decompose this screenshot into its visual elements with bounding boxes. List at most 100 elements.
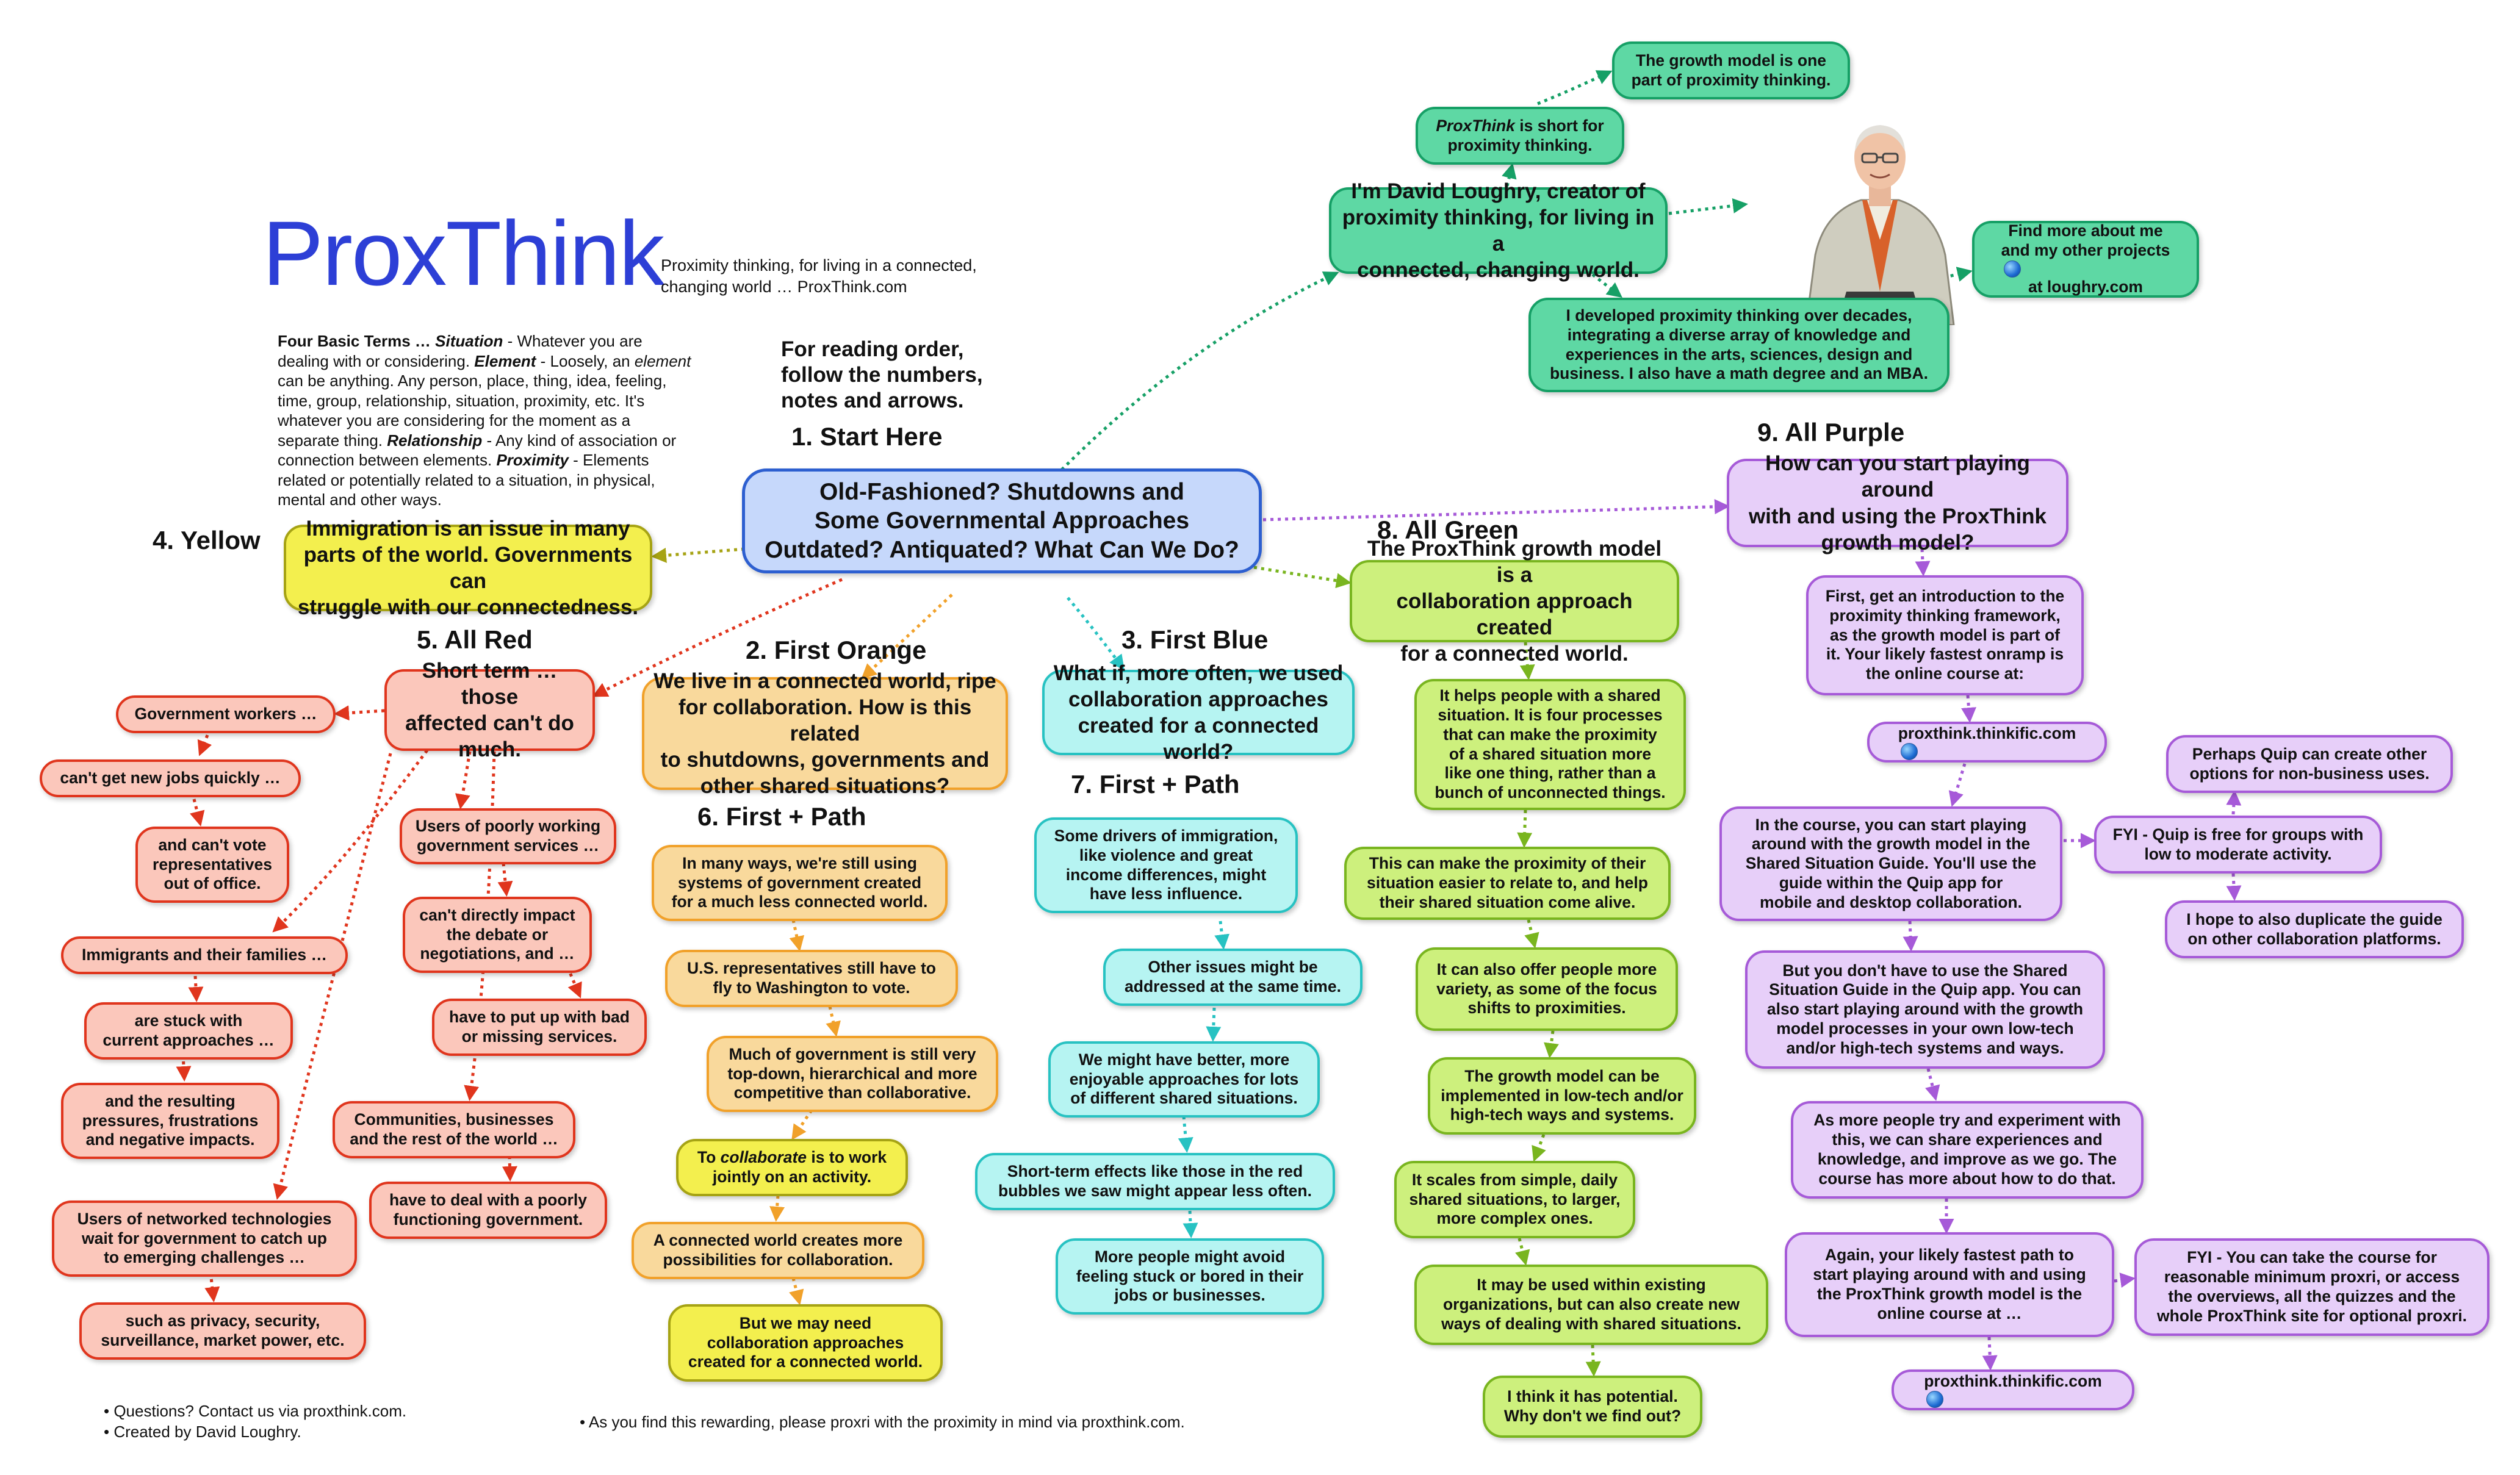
node-line: and the resulting: [105, 1091, 236, 1110]
link-c1-c2: [1214, 921, 1230, 950]
node-line: integrating a diverse array of knowledge…: [1567, 325, 1911, 344]
globe-icon[interactable]: [1900, 743, 1918, 761]
heading-yellow: 4. Yellow: [153, 526, 261, 554]
node-line: Government workers …: [134, 705, 317, 723]
node-line: shared situations, to larger,: [1409, 1190, 1621, 1208]
node-line: Users of poorly working: [415, 817, 601, 836]
node-line: for a much less connected world.: [671, 892, 928, 911]
node-line: options for non-business uses.: [2189, 764, 2430, 783]
node-line: As more people try and experiment with: [1813, 1111, 2121, 1130]
node-line: more complex ones.: [1436, 1209, 1593, 1228]
link-p3-p4: [1925, 1068, 1940, 1101]
node-line: course has more about how to do that.: [1818, 1169, 2116, 1188]
red-immigrants-node[interactable]: Immigrants and their families …: [61, 936, 348, 974]
author-background-node[interactable]: I developed proximity thinking over deca…: [1528, 298, 1949, 392]
node-line: have to put up with bad: [449, 1008, 630, 1027]
red-gov-workers-node[interactable]: Government workers …: [116, 695, 336, 733]
link-o2-o3: [826, 1006, 841, 1037]
link-text[interactable]: proxthink.thinkific.com: [1924, 1371, 2102, 1390]
node-text: ProxThink: [1436, 116, 1515, 135]
node-line: and negative impacts.: [85, 1130, 255, 1149]
node-line: on other collaboration platforms.: [2187, 929, 2441, 948]
red-privacy-node[interactable]: such as privacy, security,surveillance, …: [79, 1302, 366, 1360]
link-red-usersp: [455, 751, 472, 809]
term-text: element: [634, 351, 691, 370]
node-line: low to moderate activity.: [2144, 844, 2332, 863]
globe-icon[interactable]: [1926, 1391, 1944, 1409]
course-link-1[interactable]: proxthink.thinkific.com: [1867, 722, 2107, 763]
node-line: current approaches …: [103, 1031, 275, 1049]
terms-intro: Four Basic Terms …: [278, 332, 436, 350]
node-line: FYI - Quip is free for groups with: [2112, 825, 2364, 844]
node-line: of different shared situations.: [1070, 1089, 1298, 1108]
node-line: mobile and desktop collaboration.: [1760, 892, 2022, 911]
red-new-jobs-node[interactable]: can't get new jobs quickly …: [40, 759, 301, 797]
blue-short-term-effects-node[interactable]: Short-term effects like those in the red…: [975, 1153, 1335, 1210]
link-gov-jobs: [197, 734, 212, 756]
link-center-purple: [1262, 499, 1730, 522]
node-text: is short for: [1514, 116, 1604, 135]
link-c2-c3: [1206, 1007, 1222, 1042]
node-line: Short-term effects like those in the red: [1007, 1162, 1303, 1181]
node-line: business. I also have a math degree and …: [1550, 364, 1928, 383]
link-g6-g7: [1585, 1344, 1601, 1377]
globe-icon[interactable]: [2003, 260, 2021, 278]
node-line: Users of networked technologies: [77, 1209, 332, 1228]
node-line: The ProxThink growth model is a: [1367, 536, 1662, 587]
node-line: fly to Washington to vote.: [713, 978, 910, 997]
course-link-2[interactable]: proxthink.thinkific.com: [1892, 1369, 2134, 1410]
green-potential-node[interactable]: I think it has potential.Why don't we fi…: [1483, 1376, 1702, 1438]
blue-drivers-node[interactable]: Some drivers of immigration,like violenc…: [1034, 817, 1298, 913]
node-line: I developed proximity thinking over deca…: [1566, 306, 1912, 325]
node-line: to shutdowns, governments and: [660, 748, 990, 772]
heading-all-red: 5. All Red: [417, 625, 533, 654]
link-center-orange: [861, 594, 953, 680]
heading-start-here: 1. Start Here: [791, 422, 943, 451]
link-text[interactable]: proxthink.thinkific.com: [1898, 723, 2076, 742]
